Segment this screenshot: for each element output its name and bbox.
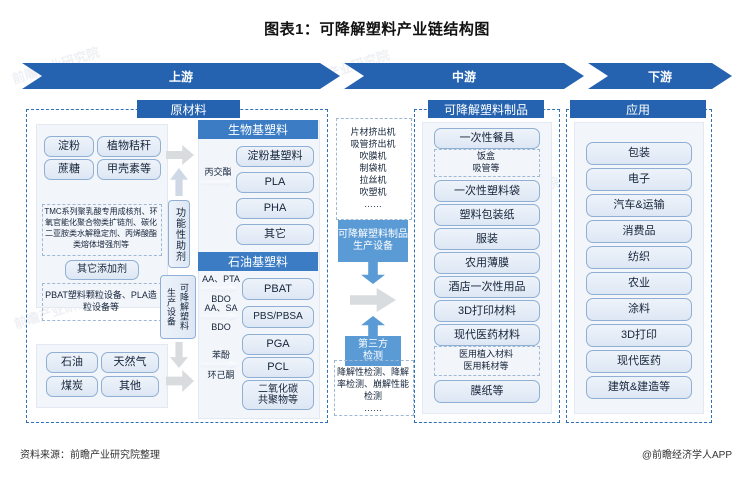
downstream-header: 应用 bbox=[570, 100, 706, 118]
midstream-item-apparel: 服装 bbox=[434, 228, 540, 250]
medical-sub-box bbox=[434, 346, 540, 376]
testing-dashed-box bbox=[334, 360, 414, 416]
midstream-item-agri-film: 农用薄膜 bbox=[434, 252, 540, 274]
raw-material-sucrose: 蔗糖 bbox=[44, 159, 94, 180]
chain-stage-upstream: 上游 bbox=[22, 63, 340, 89]
reactant-pbs-bottom: BDO bbox=[211, 321, 231, 332]
production-equipment-label: 可降解塑料 生产设备 bbox=[160, 275, 196, 339]
downstream-item-consumer: 消费品 bbox=[586, 220, 692, 243]
arrow-reactant-pcl-icon bbox=[201, 361, 241, 369]
tableware-sub-box bbox=[434, 149, 540, 177]
testing-text: 降解性检测、降解率检测、崩解性能检测 …… bbox=[336, 366, 409, 414]
midstream-item-wrapping: 塑料包装纸 bbox=[434, 204, 540, 226]
chain-stage-downstream: 下游 bbox=[588, 63, 732, 89]
downstream-item-agriculture: 农业 bbox=[586, 272, 692, 295]
downstream-item-electronics: 电子 bbox=[586, 168, 692, 191]
reactant-lactide: 丙交酯 bbox=[204, 167, 232, 178]
raw-material-chitin: 甲壳素等 bbox=[97, 159, 161, 180]
bio-plastics-header: 生物基塑料 bbox=[198, 120, 318, 139]
petro-plastic-pbs: PBS/PBSA bbox=[242, 306, 314, 328]
midstream-item-hotel-amenity: 酒店一次性用品 bbox=[434, 276, 540, 298]
reactant-pbs-top: AA、SA bbox=[204, 302, 238, 313]
arrow-down-center-icon bbox=[361, 262, 385, 284]
app-watermark: @前瞻经济学人APP bbox=[641, 450, 732, 461]
downstream-item-automotive: 汽车&运输 bbox=[586, 194, 692, 217]
other-additives-box: 其它添加剂 bbox=[65, 260, 139, 280]
page-title: 图表1：可降解塑料产业链结构图 bbox=[264, 21, 490, 38]
midstream-item-plastic-bag: 一次性塑料袋 bbox=[434, 180, 540, 202]
petro-plastics-header: 石油基塑料 bbox=[198, 252, 318, 271]
bio-plastic-starch: 淀粉基塑料 bbox=[236, 146, 314, 167]
equipment-text: PBAT塑料颗粒设备、PLA造粒设备等 bbox=[45, 289, 157, 312]
petro-plastic-pcl: PCL bbox=[242, 357, 314, 378]
bio-plastic-pla: PLA bbox=[236, 172, 314, 193]
functional-additives-label: 功能性助剂 bbox=[168, 200, 190, 268]
midstream-item-film-paper: 膜纸等 bbox=[434, 380, 540, 403]
reactant-pbat-bottom: BDO bbox=[211, 293, 231, 304]
production-equipment-label-a: 可降解塑料 bbox=[179, 283, 189, 331]
downstream-item-textile: 纺织 bbox=[586, 246, 692, 269]
fossil-gas: 天然气 bbox=[101, 352, 159, 373]
downstream-item-packaging: 包装 bbox=[586, 142, 692, 165]
additives-text: TMC系列聚乳酸专用成核剂、环氧官能化聚合物类扩链剂、碳化二亚胺类水解稳定剂、丙… bbox=[44, 207, 158, 249]
machines-dashed-box bbox=[336, 118, 412, 220]
downstream-item-construction: 建筑&建造等 bbox=[586, 376, 692, 399]
petro-plastic-co2: 二氧化碳 共聚物等 bbox=[242, 380, 314, 410]
source-note: 资料来源：前瞻产业研究院整理 bbox=[20, 450, 160, 461]
reactant-pcl-top: 苯酚 bbox=[211, 349, 230, 360]
bio-plastic-pha: PHA bbox=[236, 198, 314, 219]
petro-plastic-pga: PGA bbox=[242, 334, 314, 355]
midstream-item-3d-material: 3D打印材料 bbox=[434, 300, 540, 322]
arrow-up-testing-icon bbox=[361, 316, 385, 338]
reactant-pbat-top: AA、PTA bbox=[202, 273, 240, 284]
product-equipment-box: 可降解塑料制品 生产设备 bbox=[338, 220, 408, 262]
midstream-item-tableware-sub: 饭盒 吸管等 bbox=[472, 150, 500, 173]
third-party-testing-box: 第三方 检测 bbox=[345, 336, 401, 366]
fossil-oil: 石油 bbox=[46, 352, 98, 373]
midstream-item-medical: 现代医药材料 bbox=[434, 324, 540, 346]
midstream-item-tableware: 一次性餐具 bbox=[434, 128, 540, 149]
midstream-header: 可降解塑料制品 bbox=[428, 100, 544, 118]
reactant-pcl-bottom: 环己酮 bbox=[207, 369, 235, 380]
arrow-reactant-pbs-icon bbox=[201, 313, 241, 321]
machines-list: 片材挤出机 吸管挤出机 吹膜机 制袋机 拉丝机 吹塑机 …… bbox=[350, 126, 396, 210]
production-equipment-label-b: 生产设备 bbox=[166, 288, 176, 326]
downstream-item-coating: 涂料 bbox=[586, 298, 692, 321]
chain-stage-midstream: 中游 bbox=[344, 63, 584, 89]
fossil-other: 其他 bbox=[101, 376, 159, 397]
raw-material-starch: 淀粉 bbox=[44, 136, 94, 157]
downstream-item-medicine: 现代医药 bbox=[586, 350, 692, 373]
arrow-reactant-pbat-icon bbox=[201, 285, 241, 293]
arrow-reactant-pla-icon bbox=[201, 179, 235, 187]
petro-plastic-pbat: PBAT bbox=[242, 278, 314, 300]
upstream-header: 原材料 bbox=[137, 100, 240, 118]
fossil-coal: 煤炭 bbox=[46, 376, 98, 397]
additives-dashed-box bbox=[42, 204, 162, 256]
downstream-item-3d-printing: 3D打印 bbox=[586, 324, 692, 347]
bio-plastic-other: 其它 bbox=[236, 224, 314, 245]
raw-material-straw: 植物秸秆 bbox=[97, 136, 161, 157]
chain-band: 上游 中游 下游 bbox=[22, 63, 732, 89]
arrow-right-center-icon bbox=[350, 288, 396, 312]
midstream-item-medical-sub: 医用植入材料 医用耗材等 bbox=[458, 348, 513, 371]
